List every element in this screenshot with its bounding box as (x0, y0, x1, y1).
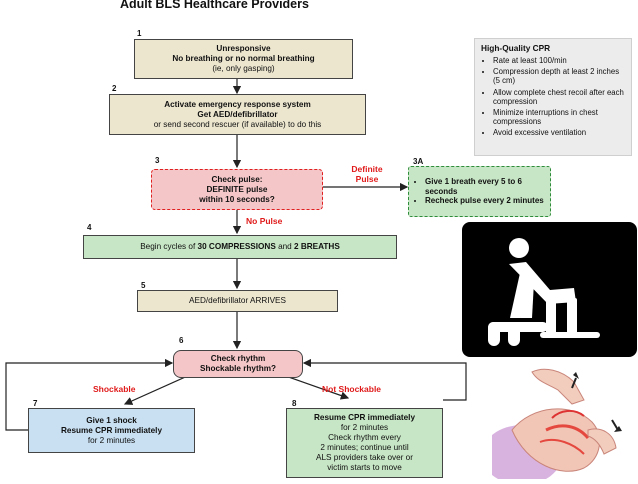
shockable-label: Shockable (93, 384, 136, 394)
step-2-box: Activate emergency response system Get A… (109, 94, 366, 135)
step-1-box: Unresponsive No breathing or no normal b… (134, 39, 353, 79)
loop-8-6 (302, 358, 467, 401)
step-2-line-2: Get AED/defibrillator (197, 109, 278, 119)
step-3-line-3: within 10 seconds? (199, 194, 275, 204)
cpr-pictogram-icon (462, 222, 637, 357)
step-number-5: 5 (141, 281, 146, 290)
step-4-text: Begin cycles of 30 COMPRESSIONS and 2 BR… (84, 242, 396, 252)
step-7-box: Give 1 shock Resume CPR immediately for … (28, 408, 195, 453)
no-pulse-label: No Pulse (246, 216, 283, 226)
step-8-line-4: 2 minutes; continue until (320, 443, 409, 452)
step-8-line-3: Check rhythm every (328, 433, 401, 442)
loop-7-6 (5, 358, 174, 431)
step-4-mid: and (275, 242, 295, 251)
step-1-line-1: Unresponsive (216, 44, 271, 53)
high-quality-cpr-item: Compression depth at least 2 inches (5 c… (493, 67, 625, 85)
step-4-pre: Begin cycles of (140, 242, 198, 251)
step-4-bold-2: 2 BREATHS (294, 242, 340, 251)
step-6-line-1: Check rhythm (210, 354, 266, 363)
step-number-3a: 3A (413, 157, 424, 166)
step-number-6: 6 (179, 336, 184, 345)
step-8-line-1: Resume CPR immediately (313, 413, 416, 422)
step-8-line-6: victim starts to move (327, 463, 402, 472)
step-2-line-1: Activate emergency response system (164, 99, 311, 109)
high-quality-cpr-list: Rate at least 100/min Compression depth … (481, 56, 625, 138)
definite-pulse-label: Definite Pulse (337, 164, 397, 184)
step-5-text: AED/defibrillator ARRIVES (189, 296, 286, 305)
step-7-line-1: Give 1 shock (86, 415, 137, 425)
step-2-line-3: or send second rescuer (if available) to… (153, 119, 322, 129)
arrow-6-7 (123, 373, 193, 405)
step-1-line-3: (ie, only gasping) (212, 64, 275, 73)
step-6-box: Check rhythm Shockable rhythm? (173, 350, 303, 378)
step-1-line-2: No breathing or no normal breathing (172, 54, 315, 63)
high-quality-cpr-item: Minimize interruptions in chest compress… (493, 108, 625, 126)
high-quality-cpr-item: Allow complete chest recoil after each c… (493, 88, 625, 106)
arrow-6-8 (279, 373, 350, 400)
step-5-box: AED/defibrillator ARRIVES (137, 290, 338, 312)
high-quality-cpr-panel: High-Quality CPR Rate at least 100/min C… (474, 38, 632, 156)
step-7-line-2: Resume CPR immediately (60, 425, 163, 435)
step-number-3: 3 (155, 156, 160, 165)
definite-pulse-label-line-2: Pulse (355, 174, 379, 184)
step-7-line-3: for 2 minutes (87, 435, 136, 445)
step-number-1: 1 (137, 29, 142, 38)
step-number-2: 2 (112, 84, 117, 93)
not-shockable-label: Not Shockable (322, 384, 382, 394)
step-3a-item: Recheck pulse every 2 minutes (425, 196, 546, 206)
high-quality-cpr-item: Avoid excessive ventilation (493, 128, 625, 137)
step-6-line-2: Shockable rhythm? (200, 364, 276, 373)
step-3-line-1: Check pulse: (211, 174, 263, 184)
step-8-line-5: ALS providers take over or (316, 453, 413, 462)
step-3a-list: Give 1 breath every 5 to 6 seconds Reche… (413, 177, 546, 206)
head-tilt-illustration (482, 360, 638, 484)
step-8-line-2: for 2 minutes (340, 423, 389, 432)
high-quality-cpr-title: High-Quality CPR (481, 43, 551, 53)
step-number-8: 8 (292, 399, 297, 408)
step-4-box: Begin cycles of 30 COMPRESSIONS and 2 BR… (83, 235, 397, 259)
step-3a-box: Give 1 breath every 5 to 6 seconds Reche… (408, 166, 551, 217)
definite-pulse-label-line-1: Definite (351, 164, 383, 174)
step-3-box: Check pulse: DEFINITE pulse within 10 se… (151, 169, 323, 210)
page-title: Adult BLS Healthcare Providers (120, 0, 309, 11)
step-number-4: 4 (87, 223, 92, 232)
step-4-bold-1: 30 COMPRESSIONS (197, 242, 276, 251)
step-8-box: Resume CPR immediately for 2 minutes Che… (286, 408, 443, 478)
step-3a-item: Give 1 breath every 5 to 6 seconds (425, 177, 546, 196)
step-number-7: 7 (33, 399, 38, 408)
step-3-line-2: DEFINITE pulse (206, 184, 268, 194)
high-quality-cpr-item: Rate at least 100/min (493, 56, 625, 65)
